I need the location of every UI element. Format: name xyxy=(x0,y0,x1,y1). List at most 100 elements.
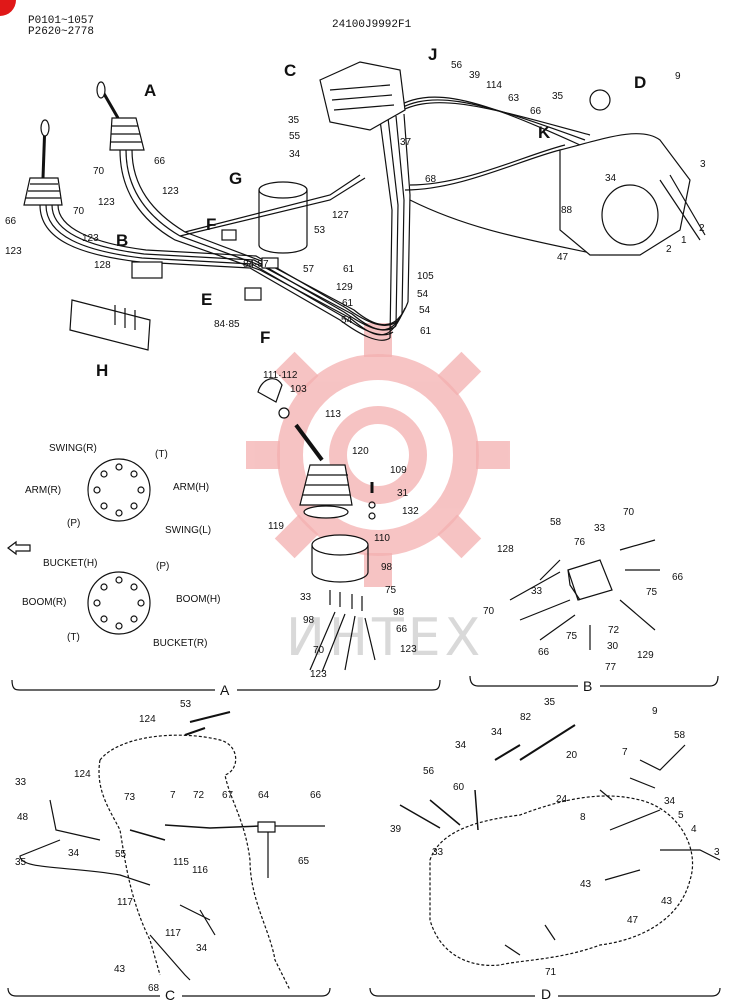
port-label-p: (P) xyxy=(67,518,81,529)
callout-119: 119 xyxy=(268,521,284,532)
callout-61: 61 xyxy=(342,298,354,309)
callout-84-85: 84·85 xyxy=(214,319,240,330)
serial-range-2: P2620~2778 xyxy=(28,26,95,38)
callout-115: 115 xyxy=(173,857,189,868)
serial-range-1: P0101~1057 xyxy=(28,15,95,27)
callout-43: 43 xyxy=(114,964,126,975)
callout-43: 43 xyxy=(580,879,592,890)
callout-123: 123 xyxy=(162,186,179,197)
pump-outline-detail-d xyxy=(429,795,694,967)
callout-66: 66 xyxy=(5,216,17,227)
callout-9: 9 xyxy=(652,706,658,717)
view-arrow-j: J xyxy=(428,45,438,64)
port-label-t: (T) xyxy=(155,449,168,460)
callout-75: 75 xyxy=(566,631,578,642)
callout-82: 82 xyxy=(520,712,532,723)
control-valve xyxy=(319,61,406,131)
callout-72: 72 xyxy=(193,790,205,801)
fittings-detail-c xyxy=(19,711,325,981)
watermark-text: ИНТЕХ xyxy=(286,608,485,668)
section-title-d: D xyxy=(541,986,552,1002)
callout-75: 75 xyxy=(385,585,397,596)
clamp-f2 xyxy=(261,257,279,269)
callout-88: 88 xyxy=(561,205,573,216)
callout-35: 35 xyxy=(288,115,300,126)
callout-128: 128 xyxy=(94,260,111,271)
view-arrow-f1: F xyxy=(206,215,217,234)
port-label-arm-h: ARM(H) xyxy=(173,482,210,493)
port-label-bucket-h: BUCKET(H) xyxy=(43,558,98,569)
callout-123: 123 xyxy=(82,233,99,244)
callout-124: 124 xyxy=(139,714,156,725)
callout-66: 66 xyxy=(538,647,550,658)
right-control-lever xyxy=(96,81,145,151)
callout-60: 60 xyxy=(453,782,465,793)
callout-37: 37 xyxy=(400,137,412,148)
section-bracket-b xyxy=(469,675,719,687)
callout-39: 39 xyxy=(390,824,402,835)
callout-84-87: 84·87 xyxy=(243,259,269,270)
callout-56: 56 xyxy=(451,60,463,71)
callout-117: 117 xyxy=(165,928,181,939)
callout-3: 3 xyxy=(700,159,706,170)
callout-34: 34 xyxy=(664,796,676,807)
callout-111-112: 111·112 xyxy=(263,370,298,381)
callout-5: 5 xyxy=(678,810,684,821)
callout-55: 55 xyxy=(289,131,301,142)
view-arrow-a: A xyxy=(144,81,157,100)
callout-8: 8 xyxy=(580,812,586,823)
callout-75: 75 xyxy=(646,587,658,598)
view-arrow-h: H xyxy=(96,361,109,380)
clamp-f1 xyxy=(221,229,237,241)
clamp-e xyxy=(244,287,262,301)
drawing-number: 24100J9992F1 xyxy=(332,19,412,31)
callout-34: 34 xyxy=(68,848,80,859)
callout-70: 70 xyxy=(73,206,85,217)
shuttle-valve-block xyxy=(131,261,163,279)
callout-48: 48 xyxy=(17,812,29,823)
callout-73: 73 xyxy=(124,792,136,803)
port-label-p: (P) xyxy=(156,561,170,572)
callout-66: 66 xyxy=(530,106,542,117)
callout-33: 33 xyxy=(300,592,312,603)
callout-53: 53 xyxy=(314,225,326,236)
callout-34: 34 xyxy=(196,943,208,954)
callout-54: 54 xyxy=(341,315,353,326)
callout-117: 117 xyxy=(117,897,133,908)
callout-123: 123 xyxy=(310,669,327,680)
port-label-swing-r: SWING(R) xyxy=(49,443,97,454)
callout-35: 35 xyxy=(552,91,564,102)
callout-33: 33 xyxy=(531,586,543,597)
callout-123: 123 xyxy=(98,197,115,208)
callout-105: 105 xyxy=(417,271,434,282)
callout-98: 98 xyxy=(303,615,315,626)
callout-35: 35 xyxy=(544,697,556,708)
callout-127: 127 xyxy=(332,210,349,221)
callout-124: 124 xyxy=(74,769,91,780)
callout-129: 129 xyxy=(637,650,654,661)
view-arrow-e: E xyxy=(201,290,213,309)
callout-24: 24 xyxy=(556,794,568,805)
callout-43: 43 xyxy=(661,896,673,907)
section-title-a: A xyxy=(220,682,230,698)
port-label-boom-r: BOOM(R) xyxy=(22,597,67,608)
callout-77: 77 xyxy=(605,662,617,673)
callout-70: 70 xyxy=(623,507,635,518)
callout-114: 114 xyxy=(486,80,502,91)
port-label-boom-h: BOOM(H) xyxy=(176,594,221,605)
view-arrow-k: K xyxy=(538,123,551,142)
callout-33: 33 xyxy=(594,523,606,534)
callout-66: 66 xyxy=(310,790,322,801)
callout-34: 34 xyxy=(289,149,301,160)
section-title-c: C xyxy=(165,987,176,1003)
callout-66: 66 xyxy=(154,156,166,167)
view-arrow-g: G xyxy=(229,169,243,188)
callout-7: 7 xyxy=(170,790,176,801)
callout-2: 2 xyxy=(699,223,705,234)
callout-47: 47 xyxy=(557,252,569,263)
corner-marker xyxy=(0,0,16,16)
callout-76: 76 xyxy=(574,537,586,548)
port-label-arm-r: ARM(R) xyxy=(25,485,62,496)
callout-129: 129 xyxy=(336,282,353,293)
